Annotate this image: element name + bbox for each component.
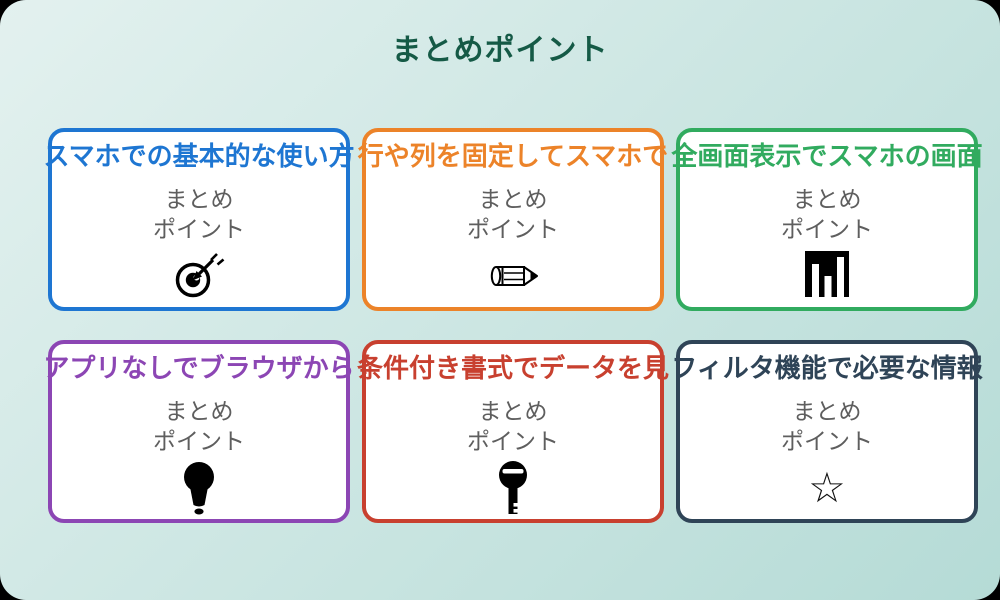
card-subtext-line1: まとめ bbox=[478, 187, 548, 214]
card-title: スマホでの基本的な使い方 bbox=[43, 142, 355, 172]
card-filter-function: フィルタ機能で必要な情報 まとめ ポイント ☆ bbox=[671, 340, 983, 523]
card-subtext-line1: まとめ bbox=[792, 187, 862, 214]
key-icon bbox=[498, 461, 528, 515]
card-subtext-line2: ポイント bbox=[153, 217, 245, 244]
card-subtext-line2: ポイント bbox=[467, 429, 559, 456]
card-title: 条件付き書式でデータを見 bbox=[357, 354, 670, 384]
card-subtext-line2: ポイント bbox=[467, 217, 559, 244]
card-subtext-line2: ポイント bbox=[781, 217, 873, 244]
card-subtext-line2: ポイント bbox=[781, 429, 873, 456]
card-subtext-line1: まとめ bbox=[164, 187, 234, 214]
card-freeze-rows-columns: 行や列を固定してスマホで まとめ ポイント bbox=[358, 128, 668, 311]
card-title: 全画面表示でスマホの画面 bbox=[671, 142, 983, 172]
card-browser-no-app: アプリなしでブラウザから まとめ ポイント bbox=[43, 340, 355, 523]
card-subtext-line1: まとめ bbox=[164, 399, 234, 426]
card-subtext-line1: まとめ bbox=[478, 399, 548, 426]
page-title: まとめポイント bbox=[391, 33, 609, 68]
card-conditional-formatting: 条件付き書式でデータを見 まとめ ポイント bbox=[357, 340, 669, 523]
card-fullscreen-display: 全画面表示でスマホの画面 まとめ ポイント bbox=[671, 128, 983, 311]
card-subtext-line2: ポイント bbox=[153, 429, 245, 456]
card-smartphone-basics: スマホでの基本的な使い方 まとめ ポイント bbox=[43, 128, 355, 311]
pencil-icon bbox=[485, 250, 541, 302]
star-icon: ☆ bbox=[808, 463, 846, 513]
card-subtext-line1: まとめ bbox=[792, 399, 862, 426]
dart-target-icon bbox=[173, 250, 225, 302]
lightbulb-icon bbox=[181, 462, 217, 515]
card-grid: スマホでの基本的な使い方 まとめ ポイント 行や列を固定してスマホで まとめ ポ… bbox=[43, 128, 1000, 523]
bar-chart-icon bbox=[804, 250, 850, 302]
card-title: 行や列を固定してスマホで bbox=[357, 142, 669, 172]
card-title: アプリなしでブラウザから bbox=[43, 354, 355, 384]
card-title: フィルタ機能で必要な情報 bbox=[671, 354, 983, 384]
